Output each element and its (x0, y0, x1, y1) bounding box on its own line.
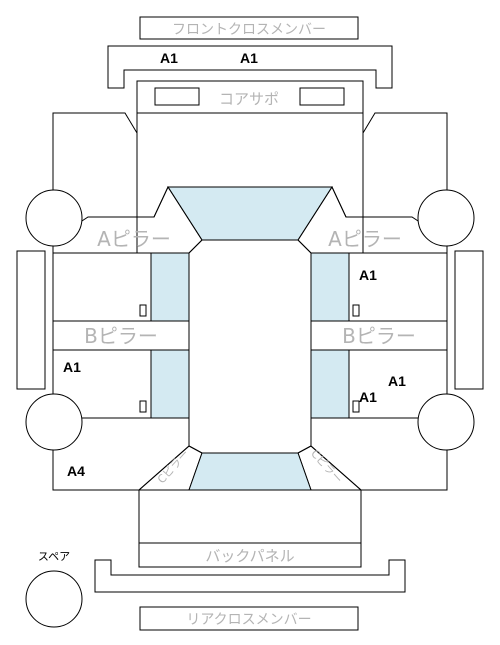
c-pillar-left-label: Cピラー (155, 447, 192, 486)
damage-mark-front-left: A1 (160, 50, 178, 66)
window-left-rear (150, 349, 190, 419)
damage-mark-right-rear-outer: A1 (388, 373, 406, 389)
spare-label: スペア (38, 550, 70, 563)
door-handle-left-rear (139, 400, 147, 413)
back-panel-box (138, 542, 362, 568)
headlight-right (299, 87, 345, 106)
side-mirror-right (454, 250, 484, 390)
spare-tire (25, 570, 83, 628)
core-support-label: コアサポ (219, 90, 279, 108)
b-pillar-right-label: Bピラー (342, 324, 416, 348)
wheel-rear-left (25, 393, 83, 451)
window-right-rear (310, 349, 350, 419)
a-pillar-left-label: Aピラー (97, 227, 171, 251)
back-panel-label: バックパネル (205, 547, 294, 565)
c-pillar-right-label: Cピラー (308, 447, 345, 486)
rear-glass (188, 452, 312, 491)
damage-mark-left-quarter: A4 (67, 463, 85, 479)
door-handle-left-front (139, 304, 147, 317)
front-bumper (107, 45, 393, 89)
damage-mark-front-right: A1 (240, 50, 258, 66)
windshield (167, 186, 333, 241)
side-mirror-left (16, 250, 46, 390)
wheel-rear-right (417, 393, 475, 451)
door-handle-right-front (352, 304, 360, 317)
window-right-front (310, 252, 350, 322)
a-pillar-right-label: Aピラー (328, 227, 402, 251)
wheel-front-left (25, 189, 83, 247)
b-pillar-right-bar (310, 320, 448, 351)
b-pillar-left-bar (52, 320, 190, 351)
roof (188, 239, 312, 454)
damage-mark-right-rear-inner: A1 (359, 389, 377, 405)
trunk-lid (138, 489, 362, 544)
wheel-front-right (417, 189, 475, 247)
rear-cross-member-label: リアクロスメンバー (186, 612, 311, 628)
rear-cross-member-box (139, 606, 359, 631)
b-pillar-left-label: Bピラー (84, 324, 158, 348)
rear-bumper (94, 559, 406, 593)
window-left-front (150, 252, 190, 322)
front-cross-member-label: フロントクロスメンバー (172, 22, 326, 38)
door-handle-right-rear (352, 400, 360, 413)
front-cross-member-box (139, 16, 359, 40)
damage-mark-right-front-door: A1 (359, 267, 377, 283)
headlight-left (154, 87, 200, 106)
damage-mark-left-rear-door: A1 (63, 359, 81, 375)
